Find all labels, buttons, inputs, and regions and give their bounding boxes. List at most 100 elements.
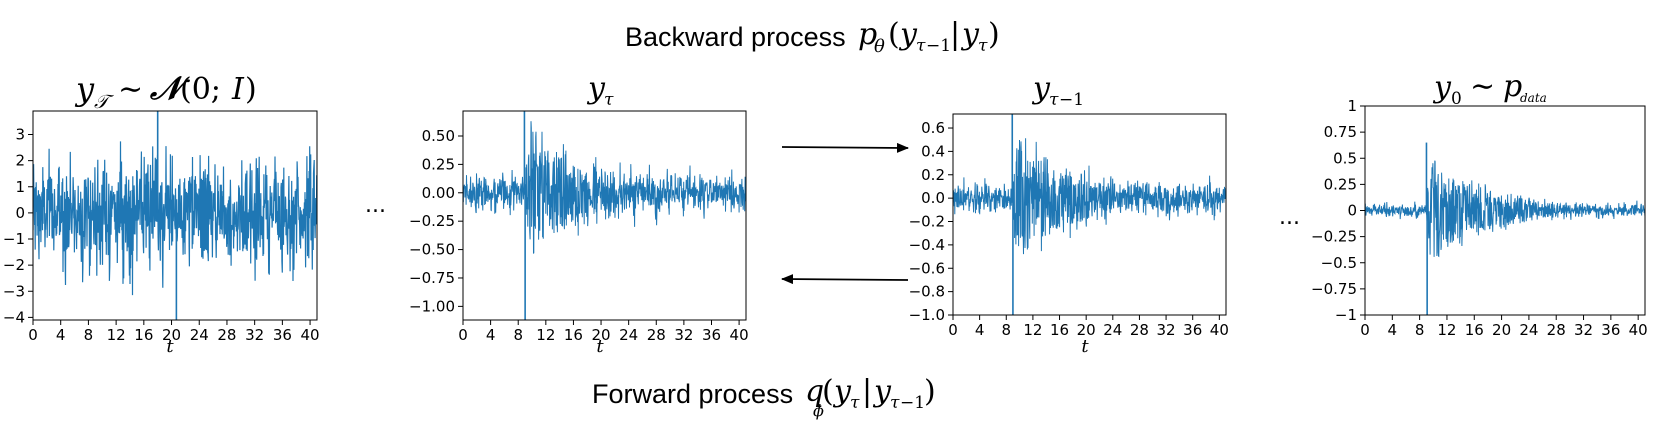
y-tick-label: 2: [15, 152, 25, 170]
svg-text:τ: τ: [850, 393, 860, 413]
svg-text:): ): [245, 72, 257, 107]
backward-process-caption: Backward process p θ ( y τ −1 | y τ ): [625, 17, 1000, 57]
x-tick-label: 32: [1157, 321, 1176, 339]
svg-text:q: q: [805, 374, 824, 409]
x-tick-label: 24: [1103, 321, 1122, 339]
x-tick-label: 28: [1130, 321, 1149, 339]
svg-text:τ: τ: [1049, 90, 1059, 110]
y-tick-label: 0.2: [921, 166, 945, 184]
svg-text:(: (: [822, 374, 834, 409]
y-tick-label: −1: [1335, 306, 1357, 324]
x-tick-label: 28: [217, 326, 236, 344]
y-tick-label: −0.4: [909, 236, 945, 254]
x-tick-label: 28: [1547, 321, 1566, 339]
x-tick-label: 36: [1183, 321, 1202, 339]
svg-text:θ: θ: [874, 36, 885, 57]
svg-text:p: p: [1503, 69, 1522, 104]
svg-text:(: (: [888, 17, 900, 52]
svg-text:−1: −1: [926, 36, 951, 56]
svg-text:y: y: [74, 70, 95, 108]
x-tick-label: 4: [1388, 321, 1398, 339]
x-tick-label: 16: [134, 326, 153, 344]
panel-title-ytau: y τ: [586, 71, 614, 110]
y-tick-label: 0.75: [1324, 123, 1357, 141]
y-tick-label: −0.25: [409, 212, 455, 230]
x-tick-label: 40: [301, 326, 320, 344]
x-axis-label: t: [166, 336, 174, 357]
x-tick-label: 40: [1629, 321, 1648, 339]
y-tick-label: 0.50: [422, 127, 455, 145]
x-tick-label: 40: [1210, 321, 1229, 339]
y-tick-label: −0.75: [1311, 280, 1357, 298]
x-tick-label: 32: [674, 326, 693, 344]
x-tick-label: 4: [486, 326, 496, 344]
y-tick-label: −0.8: [909, 283, 945, 301]
svg-text:−1: −1: [900, 393, 925, 413]
backward-process-label: Backward process: [625, 22, 846, 52]
x-tick-label: 0: [458, 326, 468, 344]
x-tick-label: 36: [1601, 321, 1620, 339]
svg-text:∼: ∼: [1470, 69, 1495, 104]
y-tick-label: −1.00: [409, 297, 455, 315]
x-tick-label: 40: [730, 326, 749, 344]
x-tick-label: 32: [1574, 321, 1593, 339]
y-tick-label: 3: [15, 126, 25, 144]
x-tick-label: 8: [84, 326, 94, 344]
svg-text:y: y: [960, 17, 980, 52]
x-tick-label: 12: [1023, 321, 1042, 339]
svg-text:τ: τ: [604, 90, 614, 110]
svg-text:τ: τ: [916, 36, 926, 56]
x-tick-label: 32: [245, 326, 264, 344]
x-tick-label: 28: [647, 326, 666, 344]
y-tick-label: −1.0: [909, 306, 945, 324]
svg-text:τ: τ: [978, 36, 988, 56]
x-tick-label: 16: [1050, 321, 1069, 339]
x-tick-label: 0: [28, 326, 38, 344]
svg-text:): ): [924, 374, 936, 409]
y-tick-label: 0.00: [422, 184, 455, 202]
signal-line: [953, 138, 1226, 255]
x-tick-label: 8: [1415, 321, 1425, 339]
ellipsis-right: ...: [1279, 205, 1300, 230]
backward-arrow: [781, 142, 909, 153]
x-tick-label: 8: [1001, 321, 1011, 339]
x-tick-label: 20: [1077, 321, 1096, 339]
svg-text:τ: τ: [890, 393, 900, 413]
y-tick-label: 0.4: [921, 142, 945, 160]
x-tick-label: 16: [564, 326, 583, 344]
y-tick-label: −0.2: [909, 213, 945, 231]
y-tick-label: −0.25: [1311, 228, 1357, 246]
x-tick-label: 24: [190, 326, 209, 344]
x-tick-label: 20: [1492, 321, 1511, 339]
forward-process-caption: Forward process q ϕ ( y τ | y τ −1 ): [592, 374, 936, 420]
x-tick-label: 20: [592, 326, 611, 344]
y-tick-label: −0.75: [409, 269, 455, 287]
svg-text:ϕ: ϕ: [813, 401, 824, 420]
axes-frame: [462, 110, 747, 321]
x-tick-label: 24: [619, 326, 638, 344]
y-tick-label: 0.5: [1333, 149, 1357, 167]
y-tick-label: 0.0: [921, 189, 945, 207]
svg-text:0: 0: [1451, 89, 1462, 109]
y-tick-label: 1: [1347, 97, 1357, 115]
svg-text:data: data: [1520, 91, 1547, 105]
panel-title-yT: y 𝒯 ∼ 𝒩 (0; I ): [74, 69, 257, 113]
forward-process-formula: q ϕ ( y τ | y τ −1 ): [805, 374, 936, 420]
axes-frame: [952, 113, 1227, 316]
svg-text:|: |: [862, 374, 872, 409]
x-tick-label: 24: [1519, 321, 1538, 339]
backward-process-formula: p θ ( y τ −1 | y τ ): [858, 17, 1000, 57]
x-tick-label: 12: [107, 326, 126, 344]
svg-text:y: y: [1432, 70, 1452, 105]
y-tick-label: 0: [15, 204, 25, 222]
y-tick-label: 0.25: [422, 155, 455, 173]
svg-text:−1: −1: [1059, 90, 1084, 110]
x-tick-label: 36: [273, 326, 292, 344]
forward-process-label: Forward process: [592, 379, 793, 409]
svg-text:I: I: [231, 72, 245, 107]
y-tick-label: −0.5: [1321, 254, 1357, 272]
signal-line: [33, 141, 317, 296]
svg-text:𝒯: 𝒯: [94, 91, 114, 113]
